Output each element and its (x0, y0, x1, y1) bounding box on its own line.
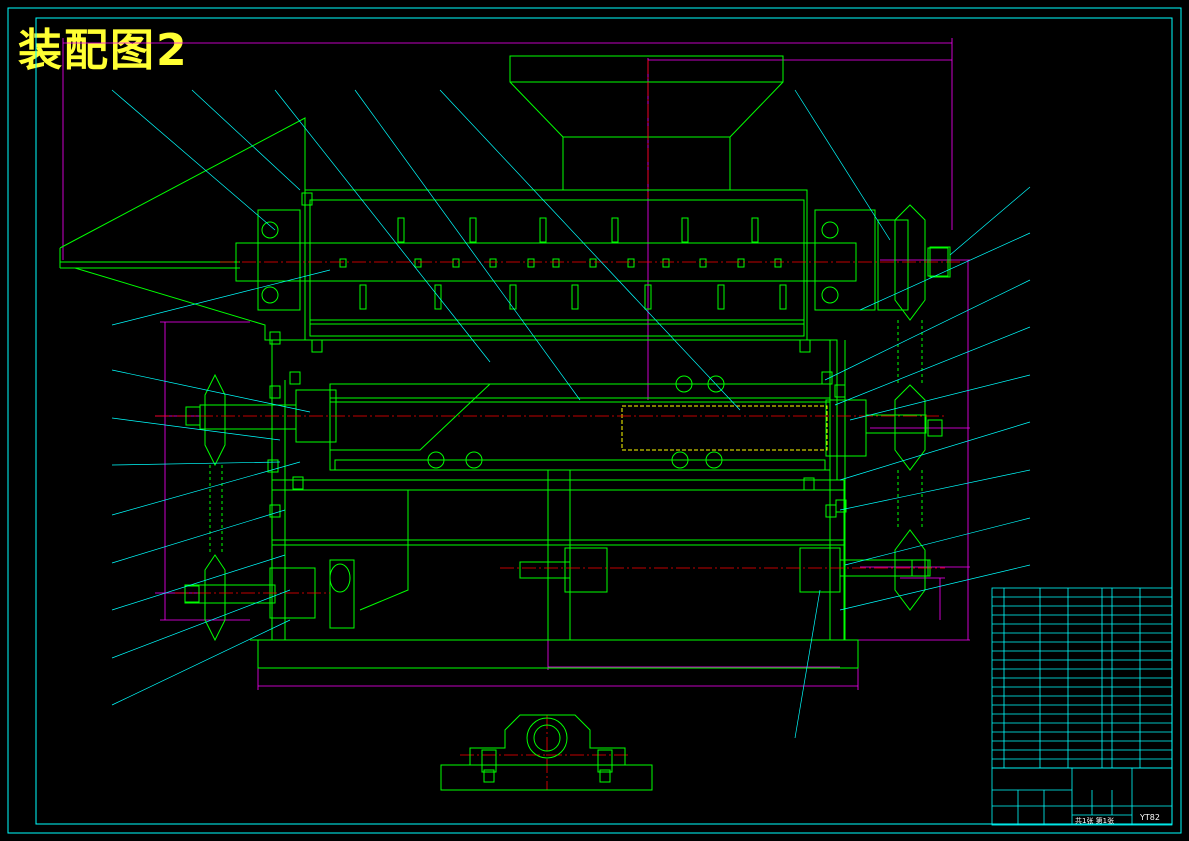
drive-belts (209, 320, 923, 555)
parts-list (991, 587, 1173, 769)
rotor-teeth (339, 217, 787, 310)
hidden-screen (621, 405, 828, 451)
leader-lines (111, 89, 1031, 739)
title-block-drawing-no: YT82 (1139, 813, 1160, 822)
bolts (184, 192, 949, 603)
lower-drum (199, 375, 927, 471)
outer-frame (7, 7, 1182, 834)
title-block-sheet: 共1张 第1张 (1075, 816, 1114, 825)
drawing-title: 装配图2 (18, 25, 189, 76)
feed-chute (59, 117, 306, 341)
bearing-detail-view (440, 714, 653, 791)
title-block (991, 767, 1173, 826)
hopper (509, 55, 784, 191)
upper-rotor (235, 209, 951, 311)
inner-frame (35, 17, 1173, 825)
bottom-shafts (184, 547, 931, 619)
center-lines (155, 60, 960, 790)
